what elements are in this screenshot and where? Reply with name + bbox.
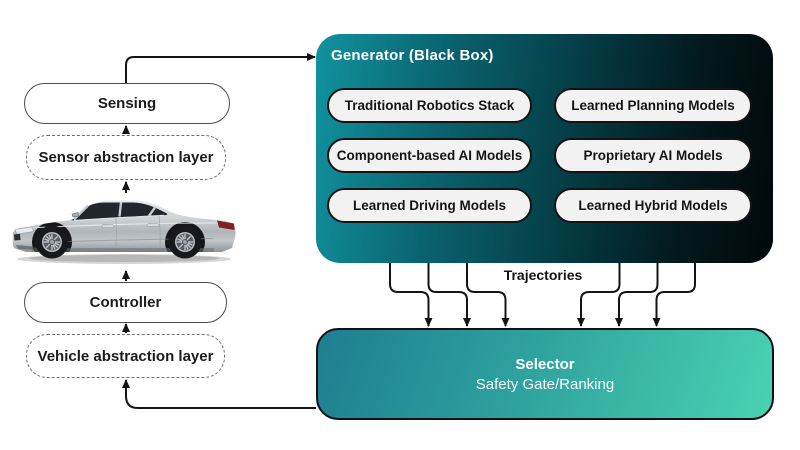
model-pill-learned-planning-models: Learned Planning Models xyxy=(554,88,752,123)
generator-black-box: Generator (Black Box) Traditional Roboti… xyxy=(316,34,773,263)
car-image xyxy=(12,200,236,264)
trajectories-label: Trajectories xyxy=(503,267,583,283)
sensing-box: Sensing xyxy=(24,83,230,124)
selector-subtitle: Safety Gate/Ranking xyxy=(475,375,615,393)
generator-model-list: Traditional Robotics Stack Learned Plann… xyxy=(327,88,752,223)
sensor-abstraction-layer-box: Sensor abstraction layer xyxy=(26,135,226,180)
arrow-sensing-to-generator xyxy=(125,53,316,83)
trajectory-arrow xyxy=(652,263,696,327)
trajectory-arrow xyxy=(389,263,433,327)
selector-box: Selector Safety Gate/Ranking xyxy=(316,328,774,420)
vehicle-abstraction-layer-box: Vehicle abstraction layer xyxy=(26,334,225,378)
model-pill-learned-hybrid-models: Learned Hybrid Models xyxy=(554,188,752,223)
model-pill-component-based-ai-models: Component-based AI Models xyxy=(327,138,532,173)
trajectory-arrow xyxy=(427,263,471,327)
generator-title: Generator (Black Box) xyxy=(331,47,494,64)
model-pill-proprietary-ai-models: Proprietary AI Models xyxy=(554,138,752,173)
trajectory-arrow xyxy=(615,263,659,327)
arrow-selector-to-vehicle-abstraction xyxy=(122,379,316,409)
model-pill-learned-driving-models: Learned Driving Models xyxy=(327,188,532,223)
controller-box: Controller xyxy=(24,282,227,323)
selector-title: Selector xyxy=(515,355,575,373)
model-pill-traditional-robotics-stack: Traditional Robotics Stack xyxy=(327,88,532,123)
